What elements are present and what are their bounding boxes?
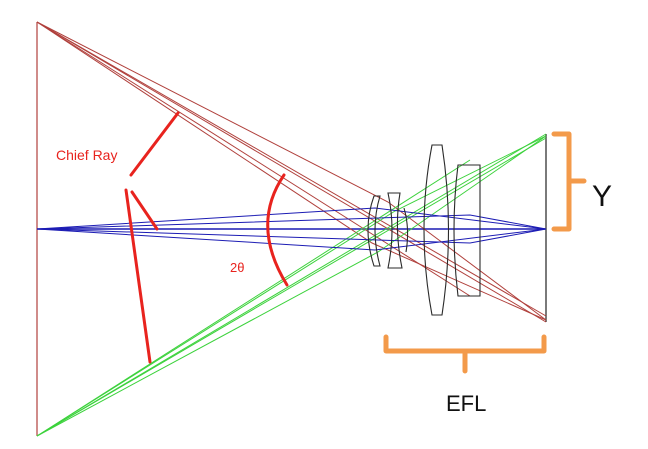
lens-group xyxy=(367,144,481,316)
chief-ray-pointer-long xyxy=(124,188,152,364)
lens-element-4 xyxy=(423,144,450,316)
lens-element-3 xyxy=(403,207,409,253)
image-height-bracket xyxy=(551,131,587,232)
chief-ray-pointer-upper xyxy=(129,111,180,177)
lens-element-2 xyxy=(387,192,403,269)
chief-ray-pointer-lower xyxy=(130,190,159,231)
red-ray-bundle xyxy=(36,21,547,323)
efl-label: EFL xyxy=(446,391,486,416)
image-height-label: Y xyxy=(592,180,612,213)
blue-ray-bundle xyxy=(36,207,547,251)
efl-bracket xyxy=(383,334,547,374)
field-angle-arc xyxy=(266,173,289,287)
chief-ray-annotation xyxy=(124,111,180,364)
lens-element-1 xyxy=(367,195,381,267)
lens-element-5 xyxy=(453,164,481,297)
angle-label: 2θ xyxy=(230,260,244,275)
chief-ray-label: Chief Ray xyxy=(56,147,117,163)
